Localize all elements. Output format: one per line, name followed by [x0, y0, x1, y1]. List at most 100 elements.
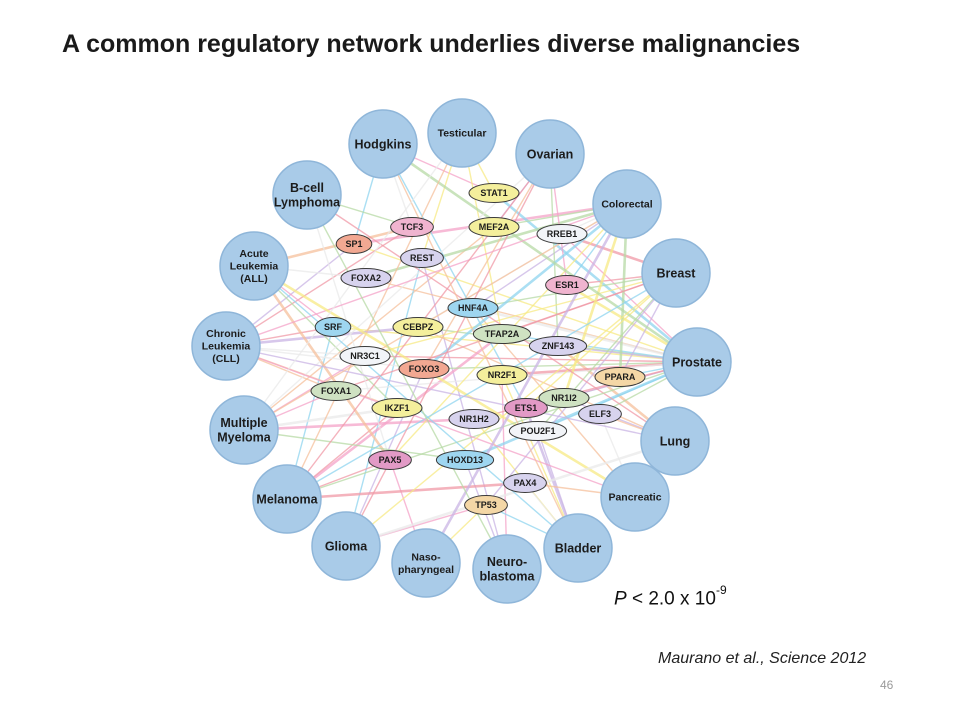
tf-label: ZNF143 — [542, 341, 575, 351]
edge-testicular-melanoma — [286, 132, 463, 500]
tf-label: REST — [410, 253, 435, 263]
cancer-node-pancreatic: Pancreatic — [600, 462, 670, 532]
cancer-label: Multiple — [220, 416, 267, 430]
cancer-label: Neuro- — [487, 555, 527, 569]
cancer-node-hodgkins: Hodgkins — [348, 109, 418, 179]
edge-FOXO3-prostate — [423, 361, 698, 370]
tf-node-ellipse — [545, 275, 589, 295]
tf-label: POU2F1 — [520, 426, 555, 436]
cancer-label: Chronic — [206, 328, 246, 340]
cancer-label: Myeloma — [217, 431, 272, 445]
cancer-label: Pancreatic — [608, 492, 661, 504]
tf-node-hoxd13: HOXD13 — [435, 450, 495, 470]
tf-node-ellipse — [508, 421, 568, 441]
cancer-node-neuroblastoma: Neuro-blastoma — [472, 534, 542, 604]
tf-node-nr3c1: NR3C1 — [339, 346, 391, 366]
tf-node-rest: REST — [400, 248, 444, 268]
tf-node-elf3: ELF3 — [578, 404, 622, 424]
tf-node-foxa2: FOXA2 — [340, 268, 392, 288]
tf-node-ellipse — [504, 398, 548, 418]
tf-label: TCF3 — [401, 222, 424, 232]
p-value-text: < 2.0 x 10 — [626, 588, 716, 610]
tf-label: FOXA2 — [351, 273, 381, 283]
edge-cll-lung — [225, 345, 676, 442]
tf-label: STAT1 — [480, 188, 507, 198]
tf-node-pax4: PAX4 — [503, 473, 547, 493]
tf-node-hnf4a: HNF4A — [447, 298, 499, 318]
tf-node-foxa1: FOXA1 — [310, 381, 362, 401]
cancer-label: Leukemia — [230, 261, 279, 273]
tf-node-ellipse — [472, 324, 532, 344]
cancer-node-testicular: Testicular — [427, 98, 497, 168]
cancer-node-circle — [640, 406, 710, 476]
tf-node-mef2a: MEF2A — [468, 217, 520, 237]
cancer-label: Hodgkins — [355, 137, 412, 151]
tf-label: PAX5 — [379, 455, 402, 465]
cancer-node-circle — [472, 534, 542, 604]
tf-node-ellipse — [476, 365, 528, 385]
tf-label: ELF3 — [589, 409, 611, 419]
edge-ETS1-hodgkins — [382, 143, 527, 409]
cancer-node-nasopharyngeal: Naso-pharyngeal — [391, 528, 461, 598]
cancer-label: Bladder — [555, 541, 602, 555]
tf-node-nr1i2: NR1I2 — [538, 388, 590, 408]
tf-node-ellipse — [594, 367, 646, 387]
edge-HOXD13-myeloma — [243, 429, 466, 461]
tf-node-ellipse — [464, 495, 508, 515]
tf-label: NR1H2 — [459, 414, 489, 424]
tf-label: PPARA — [605, 372, 636, 382]
tf-node-ellipse — [340, 268, 392, 288]
tf-label: NR2F1 — [488, 370, 517, 380]
cancer-node-breast: Breast — [641, 238, 711, 308]
edge-FOXO3-colorectal — [423, 202, 628, 371]
edge-bcell-lung — [306, 194, 676, 442]
cancer-node-bladder: Bladder — [543, 513, 613, 583]
cancer-node-circle — [543, 513, 613, 583]
cancer-label: Leukemia — [202, 341, 251, 353]
tf-node-ellipse — [448, 409, 500, 429]
cancer-label: (ALL) — [240, 273, 267, 285]
tf-label: MEF2A — [479, 222, 510, 232]
cancer-node-melanoma: Melanoma — [252, 464, 322, 534]
tf-node-ellipse — [447, 298, 499, 318]
tf-node-ikzf1: IKZF1 — [371, 398, 423, 418]
tf-node-nr2f1: NR2F1 — [476, 365, 528, 385]
cancer-label: Breast — [657, 266, 697, 280]
cancer-label: Colorectal — [601, 199, 652, 211]
edge-NR3C1-prostate — [364, 355, 698, 363]
cancer-node-glioma: Glioma — [311, 511, 381, 581]
tf-node-rreb1: RREB1 — [536, 224, 588, 244]
cancer-node-ovarian: Ovarian — [515, 119, 585, 189]
edge-CEBPZ-lung — [417, 326, 676, 442]
tf-node-ellipse — [400, 248, 444, 268]
edge-all-pancreatic — [253, 264, 636, 499]
tf-node-tp53: TP53 — [464, 495, 508, 515]
p-value-exponent: -9 — [715, 583, 727, 597]
tf-node-znf143: ZNF143 — [528, 336, 588, 356]
edge-TP53-breast — [485, 272, 677, 506]
tf-node-ellipse — [339, 346, 391, 366]
tf-label: RREB1 — [547, 229, 578, 239]
tf-label: ESR1 — [555, 280, 579, 290]
tf-node-ellipse — [368, 450, 412, 470]
edge-FOXO3-ovarian — [423, 153, 551, 370]
edge-NR1H2-myeloma — [243, 417, 475, 432]
cancer-label: blastoma — [480, 570, 536, 584]
cancer-label: B-cell — [290, 181, 324, 195]
cancer-node-circle — [209, 395, 279, 465]
tf-node-cebpz: CEBPZ — [392, 317, 444, 337]
tf-node-ppara: PPARA — [594, 367, 646, 387]
edge-TCF3-cll — [225, 226, 413, 347]
tf-node-esr1: ESR1 — [545, 275, 589, 295]
tf-node-ellipse — [578, 404, 622, 424]
tf-node-ellipse — [538, 388, 590, 408]
edge-nasopharyngeal-colorectal — [424, 203, 629, 564]
cancer-label: Ovarian — [527, 147, 574, 161]
edge-ovarian-glioma — [345, 153, 551, 547]
tf-node-pax5: PAX5 — [368, 450, 412, 470]
tf-node-ellipse — [371, 398, 423, 418]
tf-node-nr1h2: NR1H2 — [448, 409, 500, 429]
tf-node-foxo3: FOXO3 — [398, 359, 450, 379]
